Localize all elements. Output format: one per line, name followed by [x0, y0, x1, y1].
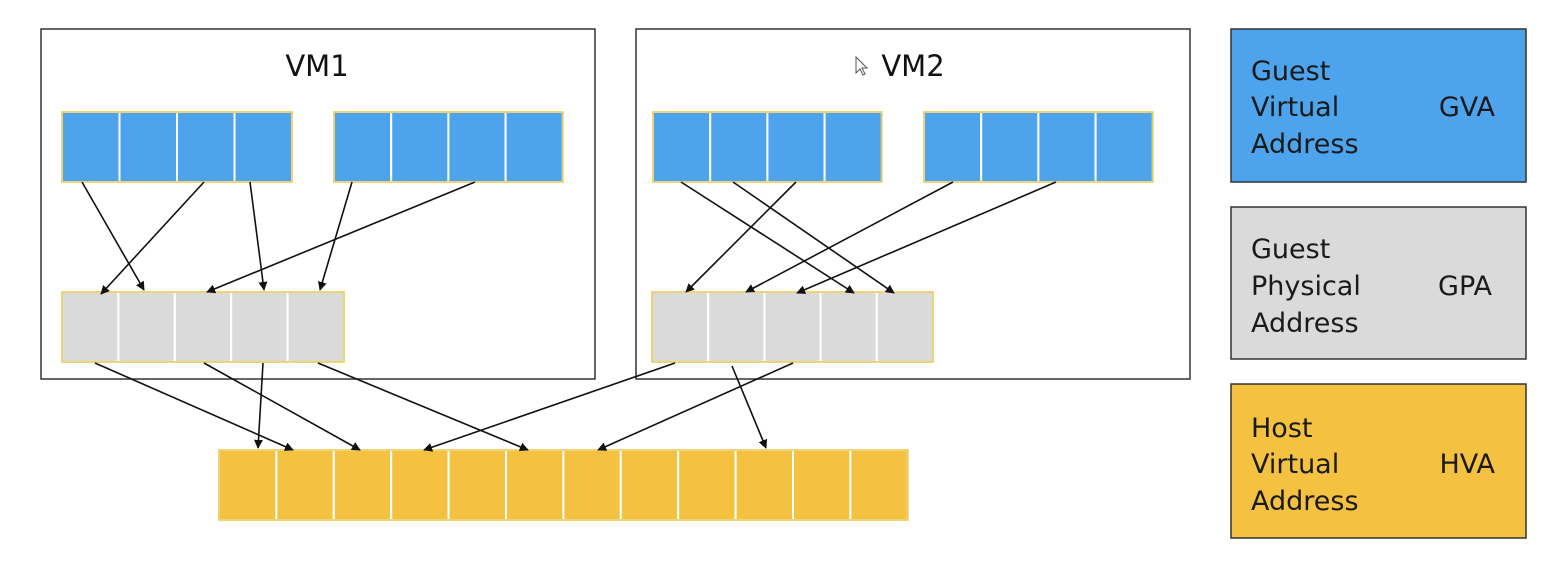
legend-gva: Guest Virtual Address GVA — [1230, 28, 1527, 183]
legend-hva-line1: Host — [1251, 413, 1312, 444]
vm2-gva-block-a-cell — [766, 111, 826, 183]
mapping-arrow — [206, 181, 476, 294]
vm2-gpa-block-outline — [651, 291, 934, 363]
hva-block-cell — [447, 449, 508, 521]
mapping-arrow — [597, 362, 794, 451]
vm1-gva-block-a-cell — [61, 111, 121, 183]
vm1-gva-block-a-cell — [118, 111, 178, 183]
vm2-gpa-block — [651, 291, 934, 363]
legend-gva-abbr: GVA — [1439, 92, 1496, 123]
legend-gva-line3: Address — [1251, 129, 1359, 160]
vm1-title: VM1 — [285, 49, 348, 83]
mouse-pointer-icon — [855, 55, 869, 76]
mapping-arrow — [317, 181, 353, 291]
mapping-arrow — [100, 181, 205, 295]
hva-block-cell — [792, 449, 852, 521]
vm1-gva-block-a-outline — [61, 111, 293, 183]
mapping-arrow — [796, 181, 1057, 294]
vm1-frame — [40, 28, 596, 380]
vm2-title: VM2 — [881, 49, 944, 83]
vm2-gva-block-b-cell — [980, 111, 1040, 183]
mapping-arrow — [249, 181, 268, 291]
vm1-gva-block-b-cell — [447, 111, 507, 183]
legend-hva-box — [1230, 383, 1527, 539]
mapping-arrow — [685, 181, 797, 293]
legend-gva-line1: Guest — [1251, 56, 1330, 87]
legend-hva-line3: Address — [1251, 486, 1359, 517]
vm1-gva-block-b-cell — [504, 111, 564, 183]
mapping-arrow — [731, 365, 768, 449]
vm1-gpa-block-outline — [61, 291, 345, 363]
vm2-frame — [635, 28, 1191, 380]
legend-hva-line2: Virtual — [1251, 449, 1339, 480]
hva-block-cell — [734, 449, 794, 521]
legend-gva-line2: Virtual — [1251, 92, 1339, 123]
legend: Guest Virtual Address GVA Guest Physical… — [1230, 28, 1527, 539]
vm2-gpa-block-cell — [875, 291, 934, 363]
vm1-gpa-block-cell — [61, 291, 120, 363]
hva-block — [218, 449, 909, 521]
legend-gpa-line1: Guest — [1251, 234, 1330, 265]
vm1-gpa-block-cell — [117, 291, 176, 363]
vm1-gva-block-b-cell — [333, 111, 393, 183]
vm2-gva-block-b-outline — [923, 111, 1154, 183]
hva-block-cell — [677, 449, 737, 521]
vm2-gva-block-b-cell — [1094, 111, 1154, 183]
hva-block-outline — [218, 449, 909, 521]
vm2-gva-block-b-cell — [923, 111, 983, 183]
vm2-gva-block-a-cell — [709, 111, 769, 183]
legend-hva: Host Virtual Address HVA — [1230, 383, 1527, 539]
legend-gpa-line3: Address — [1251, 308, 1359, 339]
vm2-gva-block-a — [652, 111, 883, 183]
vm1-gpa-block-cell — [286, 291, 346, 363]
vm2-gva-block-b — [923, 111, 1154, 183]
vm-frames: VM1 VM2 — [40, 28, 1191, 380]
memory-blocks — [61, 111, 1154, 521]
vm1-gpa-block-cell — [230, 291, 289, 363]
mapping-arrow — [94, 362, 294, 451]
mapping-arrow — [81, 181, 145, 291]
vm1-gva-block-a — [61, 111, 293, 183]
mapping-arrow — [203, 362, 361, 451]
vm2-gpa-block-cell — [819, 291, 878, 363]
legend-gpa-abbr: GPA — [1438, 271, 1492, 302]
hva-block-cell — [218, 449, 278, 521]
legend-hva-abbr: HVA — [1439, 449, 1495, 480]
mapping-arrow — [253, 362, 264, 449]
vm2-gva-block-a-outline — [652, 111, 883, 183]
vm2-gva-block-a-cell — [652, 111, 712, 183]
mapping-arrows — [81, 181, 1057, 452]
hva-block-cell — [849, 449, 909, 521]
vm1-gva-block-b-cell — [390, 111, 450, 183]
vm1-gva-block-a-cell — [176, 111, 236, 183]
vm2-gva-block-b-cell — [1037, 111, 1097, 183]
vm1-gpa-block-cell — [173, 291, 233, 363]
hva-block-cell — [390, 449, 450, 521]
legend-gpa: Guest Physical Address GPA — [1230, 206, 1527, 360]
mapping-arrow — [732, 181, 895, 294]
vm2-gpa-block-cell — [707, 291, 766, 363]
mapping-arrow — [317, 362, 529, 452]
vm1-gva-block-b-outline — [333, 111, 564, 183]
vm2-gpa-block-cell — [651, 291, 710, 363]
hva-block-cell — [619, 449, 680, 521]
mapping-arrow — [680, 181, 855, 294]
mapping-arrow — [423, 362, 676, 452]
vm1-gpa-block — [61, 291, 346, 363]
legend-gpa-box — [1230, 206, 1527, 360]
hva-block-cell — [562, 449, 622, 521]
legend-gpa-line2: Physical — [1251, 271, 1361, 302]
hva-block-cell — [505, 449, 565, 521]
legend-gva-box — [1230, 28, 1527, 183]
vm1-gva-block-a-cell — [233, 111, 293, 183]
mapping-arrow — [745, 181, 954, 293]
vm2-gva-block-a-cell — [823, 111, 883, 183]
vm1-gva-block-b — [333, 111, 564, 183]
vm2-gpa-block-cell — [763, 291, 822, 363]
hva-block-cell — [332, 449, 393, 521]
hva-block-cell — [275, 449, 335, 521]
